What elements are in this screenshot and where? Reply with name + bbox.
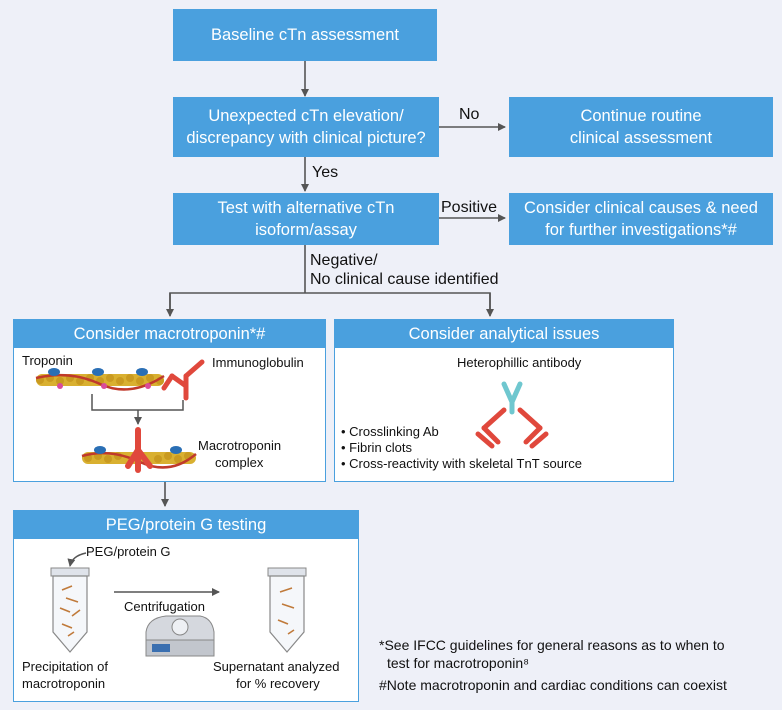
macrotroponin-panel-header: Consider macrotroponin*# (14, 320, 325, 348)
no-label: No (459, 106, 480, 123)
heterophilic-antibody-label: Heterophillic antibody (457, 355, 582, 370)
precipitation-label-line2: macrotroponin (22, 676, 106, 691)
peg-panel-header: PEG/protein G testing (14, 511, 358, 539)
analytical-issues-list: Crosslinking Ab Fibrin clots Cross-react… (341, 424, 582, 472)
baseline-ctn-box: Baseline cTn assessment (173, 9, 437, 61)
peg-reagent-label: PEG/protein G (86, 544, 171, 559)
positive-label: Positive (441, 199, 498, 216)
clinical-causes-line1: Consider clinical causes & need (524, 199, 758, 217)
centrifuge-icon (145, 615, 215, 657)
precipitation-tube-icon (50, 567, 90, 653)
footnote-ifcc-line2: test for macrotroponin⁸ (387, 655, 530, 671)
troponin-label: Troponin (22, 353, 73, 368)
analytical-title: Consider analytical issues (408, 324, 600, 343)
immunoglobulin-label: Immunoglobulin (212, 355, 304, 370)
supernatant-label-line2: for % recovery (236, 676, 320, 691)
unexpected-line1: Unexpected cTn elevation/ (208, 107, 404, 125)
peg-title: PEG/protein G testing (105, 515, 267, 534)
troponin-filament-icon (35, 368, 165, 391)
macrotroponin-title: Consider macrotroponin*# (73, 324, 266, 343)
test-alt-line2: isoform/assay (255, 221, 357, 239)
analytical-issue-item: Fibrin clots (341, 440, 582, 456)
footnote-ifcc: *See IFCC guidelines for general reasons… (379, 636, 725, 672)
negative-label-line2: No clinical cause identified (310, 271, 499, 288)
analytical-panel-header: Consider analytical issues (335, 320, 673, 348)
test-alt-line1: Test with alternative cTn (217, 199, 395, 217)
analytical-issue-item: Crosslinking Ab (341, 424, 582, 440)
reagent-pointer (67, 552, 87, 567)
combine-bracket (91, 394, 184, 425)
supernatant-tube-icon (267, 567, 307, 653)
yes-label: Yes (312, 164, 339, 181)
precipitation-label-line1: Precipitation of (22, 659, 108, 674)
immunoglobulin-icon (161, 359, 205, 401)
clinical-causes-line2: for further investigations*# (545, 221, 737, 239)
footnote-coexist: #Note macrotroponin and cardiac conditio… (379, 677, 727, 693)
continue-line2: clinical assessment (569, 129, 713, 147)
unexpected-elevation-box: Unexpected cTn elevation/ discrepancy wi… (173, 97, 439, 157)
footnote-ifcc-line1: *See IFCC guidelines for general reasons… (379, 637, 725, 653)
baseline-ctn-label: Baseline cTn assessment (210, 26, 399, 44)
negative-label-line1: Negative/ (310, 252, 378, 269)
centrifugation-label: Centrifugation (124, 599, 205, 614)
unexpected-line2: discrepancy with clinical picture? (186, 129, 426, 147)
macrotroponin-complex-label-line2: complex (215, 455, 264, 470)
macrotroponin-complex-label-line1: Macrotroponin (198, 438, 282, 453)
clinical-causes-box: Consider clinical causes & need for furt… (509, 193, 773, 245)
macrotroponin-complex-icon (81, 427, 197, 473)
supernatant-label-line1: Supernatant analyzed (213, 659, 340, 674)
analytical-issue-item: Cross-reactivity with skeletal TnT sourc… (341, 456, 582, 472)
continue-line1: Continue routine (580, 107, 702, 125)
continue-routine-box: Continue routine clinical assessment (509, 97, 773, 157)
test-alternative-box: Test with alternative cTn isoform/assay (173, 193, 439, 245)
